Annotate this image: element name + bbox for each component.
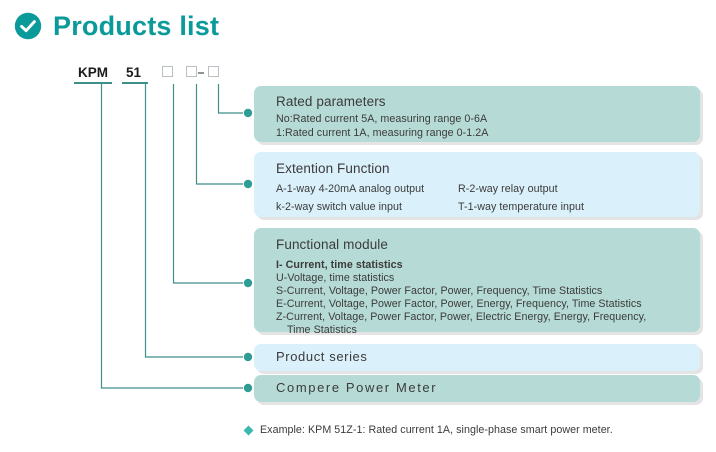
code-placeholder-box-3 [208, 66, 219, 77]
connector-compere-power-meter [100, 84, 243, 389]
code-placeholder-box-1 [162, 66, 173, 77]
product-series-label: Product series [276, 349, 368, 364]
product-code-line: KPM 51 [0, 64, 716, 84]
connector-dot-extention-function [243, 179, 253, 189]
extention-function-line-r: R-2-way relay output [458, 183, 558, 195]
extention-function-line-a: A-1-way 4-20mA analog output [276, 183, 425, 195]
functional-module-line-z-cont: Time Statistics [287, 324, 357, 336]
panel-heading-functional-module: Functional module [276, 237, 389, 252]
page-title: Products list [53, 10, 220, 41]
rated-parameters-line-1: No:Rated current 5A, measuring range 0-6… [276, 113, 488, 125]
functional-module-line-s: S-Current, Voltage, Power Factor, Power,… [276, 285, 603, 297]
page-header: Products list [14, 12, 219, 40]
rated-parameters-line-2: 1:Rated current 1A, measuring range 0-1.… [276, 127, 489, 139]
functional-module-line-z: Z-Current, Voltage, Power Factor, Power,… [276, 311, 647, 323]
panel-product-series: Product series [254, 344, 700, 371]
code-placeholder-box-2 [186, 66, 197, 77]
connector-rated-parameters [217, 84, 243, 114]
compere-power-meter-label: Compere Power Meter [276, 380, 438, 395]
functional-module-line-u: U-Voltage, time statistics [276, 272, 395, 284]
code-token-kpm: KPM [78, 65, 108, 80]
connector-dot-rated-parameters [243, 108, 253, 118]
panel-heading-extention-function: Extention Function [276, 161, 390, 176]
code-token-51: 51 [126, 65, 142, 80]
functional-module-line-e: E-Current, Voltage, Power Factor, Power,… [276, 298, 642, 310]
connector-extention-function [195, 84, 243, 185]
code-underline-51 [122, 82, 148, 84]
example-note-text: Example: KPM 51Z-1: Rated current 1A, si… [260, 424, 613, 436]
connector-dot-functional-module [243, 278, 253, 288]
panel-functional-module: Functional module I- Current, time stati… [254, 228, 700, 336]
connector-product-series [144, 84, 243, 358]
connector-dot-product-series [243, 352, 253, 362]
panel-heading-rated-parameters: Rated parameters [276, 94, 386, 109]
code-dash [198, 72, 204, 74]
check-circle-icon [14, 12, 42, 40]
extention-function-line-k: k-2-way switch value input [276, 201, 403, 213]
panel-rated-parameters: Rated parameters No:Rated current 5A, me… [254, 86, 700, 142]
panel-compere-power-meter: Compere Power Meter [254, 375, 700, 402]
diamond-icon [243, 425, 254, 435]
example-note: Example: KPM 51Z-1: Rated current 1A, si… [243, 423, 613, 437]
panel-extention-function: Extention Function A-1-way 4-20mA analog… [254, 152, 700, 217]
code-underline-kpm [74, 82, 112, 84]
functional-module-line-i: I- Current, time statistics [276, 259, 403, 271]
connector-functional-module [172, 84, 243, 284]
extention-function-line-t: T-1-way temperature input [458, 201, 584, 213]
connector-dot-compere-power-meter [243, 383, 253, 393]
